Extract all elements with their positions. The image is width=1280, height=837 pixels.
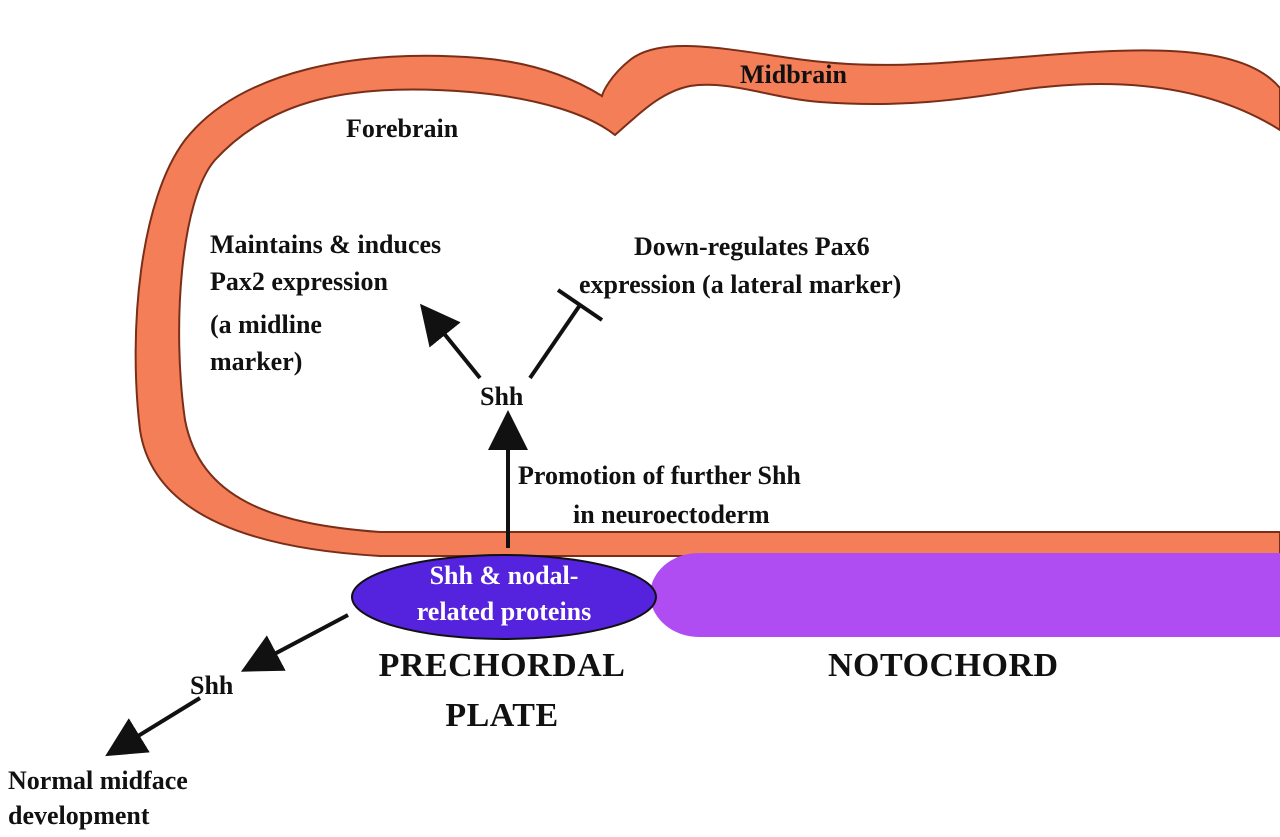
midbrain-label: Midbrain — [740, 60, 847, 89]
pax6-inhibition-bar — [556, 288, 604, 322]
pax2-text-line-1: Maintains & induces — [210, 230, 442, 259]
neuroectoderm-wall — [134, 44, 1280, 557]
notochord-label: NOTOCHORD — [828, 647, 1059, 684]
pax6-inhibition-line — [528, 303, 582, 380]
plate-to-shh-arrow — [240, 613, 349, 672]
shh-left-label: Shh — [190, 671, 234, 700]
notochord-rod — [650, 553, 1280, 637]
prechordal-label-line-2: PLATE — [445, 697, 559, 734]
midface-text-line-1: Normal midface — [8, 766, 188, 795]
pax6-text-line-1: Down-regulates Pax6 — [634, 232, 870, 261]
pax2-arrow — [419, 303, 482, 380]
plate-proteins-line-2: related proteins — [416, 597, 592, 626]
plate-proteins-line-1: Shh & nodal- — [429, 561, 579, 590]
pax2-text-line-4: marker) — [210, 347, 303, 376]
pax2-text-line-2: Pax2 expression — [210, 267, 388, 296]
pax6-text-line-2: expression (a lateral marker) — [579, 270, 902, 299]
shh-to-midface-arrow — [105, 696, 202, 757]
promotion-text-line-1: Promotion of further Shh — [518, 461, 801, 490]
prechordal-label-line-1: PRECHORDAL — [378, 647, 626, 684]
shh-center-label: Shh — [480, 382, 524, 411]
prechordal-plate — [351, 554, 657, 640]
promotion-text-line-2: in neuroectoderm — [573, 500, 770, 529]
midface-text-line-2: development — [8, 801, 150, 830]
pax2-text-line-3: (a midline — [210, 310, 322, 339]
forebrain-label: Forebrain — [346, 114, 459, 143]
